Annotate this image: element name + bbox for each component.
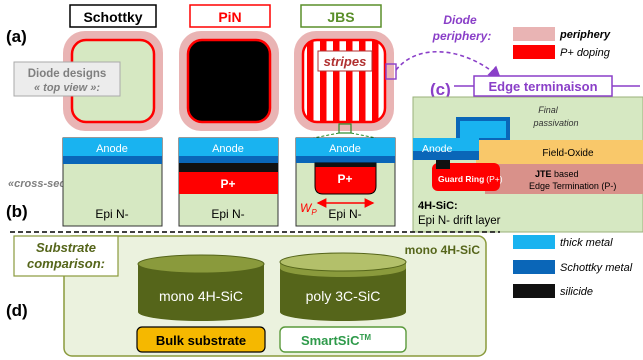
zoom-line-right	[350, 132, 387, 141]
bulk-substrate-label: Bulk substrate	[156, 333, 246, 348]
legend-label-thick-metal: thick metal	[560, 237, 613, 249]
panel-label-d: (d)	[6, 301, 28, 320]
edge-title: Edge terminaison	[488, 79, 597, 94]
legend-label-periphery: periphery	[559, 29, 611, 41]
design-header-jbs: JBS	[300, 4, 382, 28]
cross-section-schottky: Anode Epi N-	[62, 137, 163, 227]
top-view-jbs: stripes	[294, 31, 397, 134]
epi-label-pin: Epi N-	[211, 207, 244, 221]
top-view-label-1: Diode designs	[28, 68, 107, 80]
substrate-title-1: Substrate	[36, 240, 96, 255]
legend-schottky-metal: Schottky metal	[513, 260, 633, 274]
legend-pplus: P+ doping	[513, 45, 611, 59]
anode-label-pin: Anode	[212, 143, 244, 155]
substrate-title-2: comparison:	[27, 256, 105, 271]
panel-label-c: (c)	[430, 80, 451, 99]
substrate-panel: mono 4H-SiC	[63, 235, 487, 357]
edge-title-box: Edge terminaison	[454, 75, 640, 97]
panel-label-a: (a)	[6, 27, 27, 46]
legend-label-pplus: P+ doping	[560, 47, 611, 59]
substrate-mono-tag: mono 4H-SiC	[405, 243, 481, 257]
jte-label-1: JTE based	[535, 169, 579, 179]
panel-label-b: (b)	[6, 202, 28, 221]
legend-silicide: silicide	[513, 284, 593, 298]
top-view-pin	[179, 31, 279, 131]
legend-periphery: periphery	[513, 27, 611, 41]
cylinder-poly-3c-sic: poly 3C-SiC	[279, 252, 407, 321]
anode-label-jbs: Anode	[329, 143, 361, 155]
smartsic-label: SmartSiCTM	[301, 333, 371, 348]
zoom-box	[338, 123, 352, 134]
epi-label-schottky: Epi N-	[95, 207, 128, 221]
design-header-pin: PiN	[189, 4, 271, 28]
edge-termination-section: Anode Final passivation Field-Oxide Guar…	[412, 96, 643, 233]
diode-periphery-line2: periphery:	[432, 29, 492, 43]
cross-section-pin: Anode P+ Epi N-	[178, 137, 279, 227]
final-passivation-2: passivation	[532, 118, 578, 128]
top-view-label-2: « top view »:	[34, 82, 100, 94]
anode-label-schottky: Anode	[96, 143, 128, 155]
legend-label-schottky-metal: Schottky metal	[560, 262, 633, 274]
field-oxide	[476, 140, 643, 164]
jte-label-2: Edge Termination (P-)	[529, 181, 616, 191]
stripes-label: stripes	[324, 54, 367, 69]
legend-thick-metal: thick metal	[513, 235, 613, 249]
design-name-pin: PiN	[218, 9, 241, 25]
design-name-jbs: JBS	[327, 9, 354, 25]
pplus-label-jbs: P+	[337, 172, 352, 186]
cylinder-mono-4h-sic: mono 4H-SiC	[137, 254, 265, 321]
design-header-schottky: Schottky	[69, 4, 157, 28]
sic-label-2: Epi N- drift layer	[418, 215, 501, 227]
pplus-label-pin: P+	[220, 177, 235, 191]
cylinder-label-mono: mono 4H-SiC	[159, 288, 243, 304]
design-name-schottky: Schottky	[83, 9, 142, 25]
cylinder-label-poly: poly 3C-SiC	[306, 288, 381, 304]
guard-ring	[432, 163, 500, 191]
epi-label-jbs: Epi N-	[328, 207, 361, 221]
final-passivation-1: Final	[538, 105, 559, 115]
substrate-title-box: Substrate comparison:	[13, 235, 119, 277]
periphery-zoom-box	[385, 63, 397, 80]
sic-label-1: 4H-SiC:	[418, 200, 458, 212]
wp-label: WP	[300, 201, 317, 217]
periphery-arrow	[395, 50, 502, 80]
field-oxide-label: Field-Oxide	[542, 148, 594, 159]
top-view-label-box: Diode designs « top view »:	[13, 61, 121, 97]
smartsic-badge: SmartSiCTM	[279, 326, 407, 353]
jte-region	[485, 164, 643, 194]
cross-section-jbs: Anode P+ WP Epi N-	[295, 137, 396, 227]
guard-ring-label: Guard Ring(P+)	[438, 174, 503, 184]
bulk-substrate-badge: Bulk substrate	[136, 326, 266, 353]
edge-anode-label: Anode	[422, 143, 453, 155]
diode-periphery-line1: Diode	[443, 13, 477, 27]
legend-label-silicide: silicide	[560, 286, 593, 298]
